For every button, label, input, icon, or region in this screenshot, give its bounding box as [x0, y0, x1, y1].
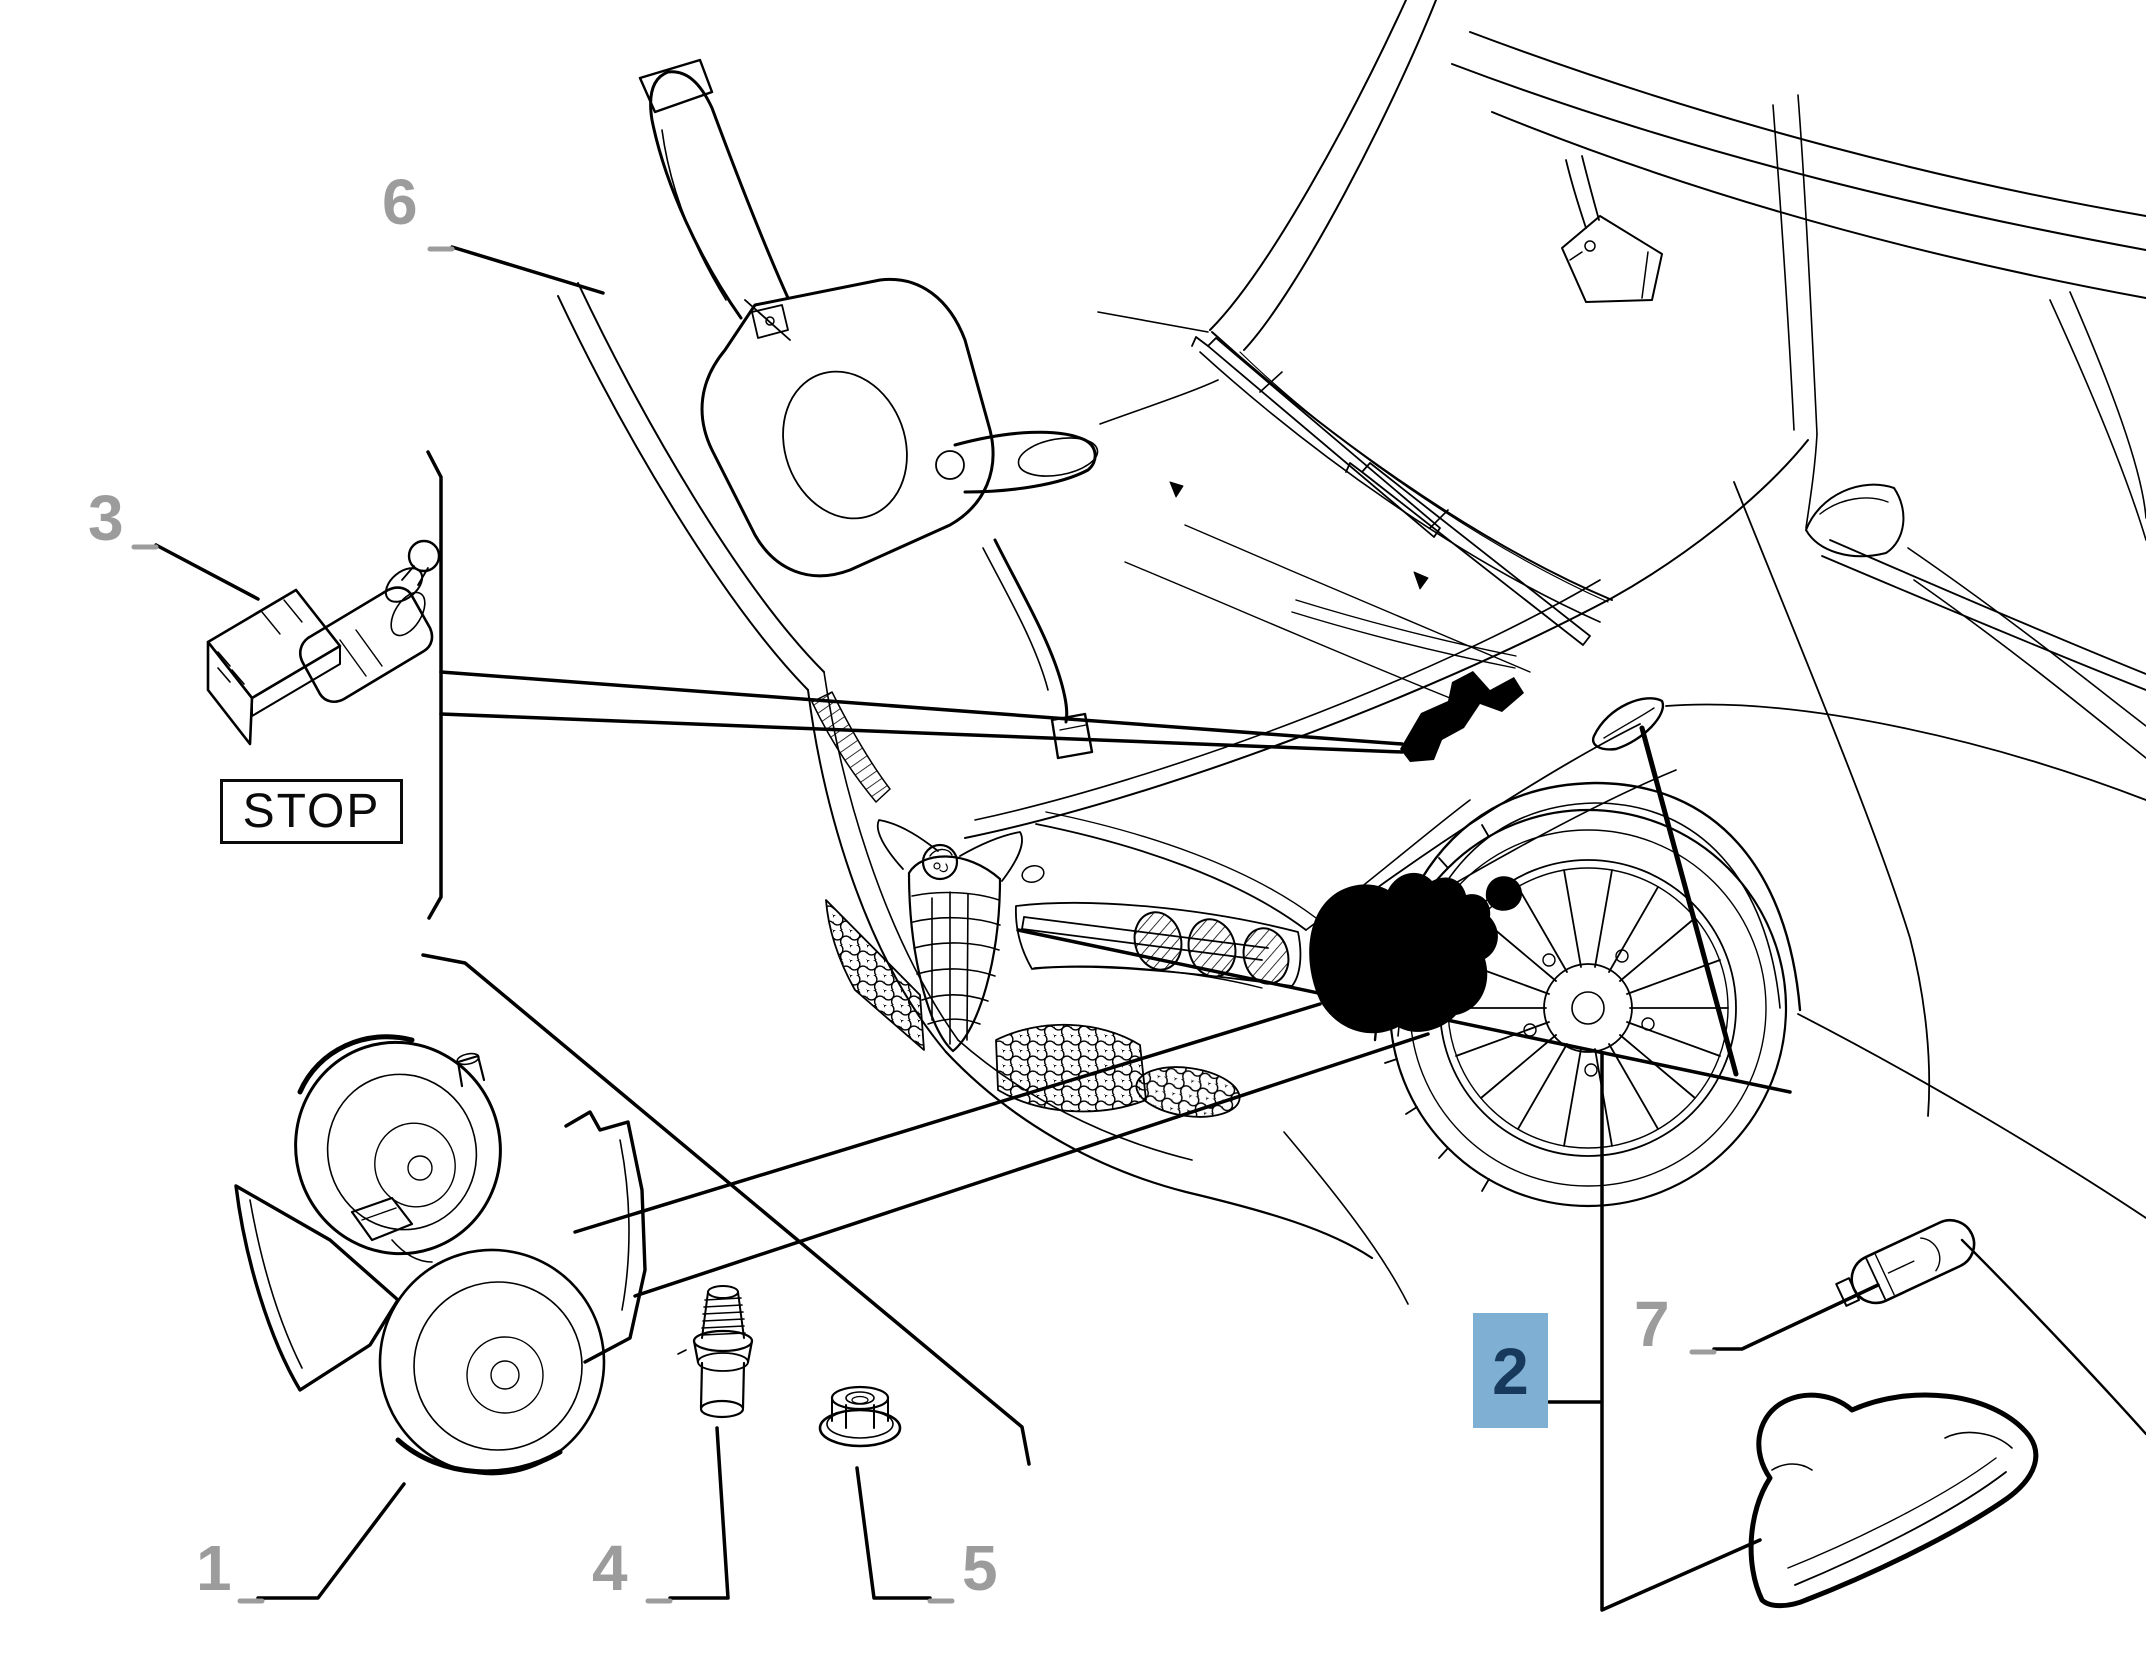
callout-4[interactable]: 4 [592, 1532, 628, 1604]
part-repeater-drawing [1748, 1392, 2039, 1609]
stop-label: STOP [242, 785, 381, 838]
part-stalk-switch-drawing [638, 58, 1099, 760]
stop-switch-silhouette [1400, 671, 1524, 762]
car-interior-mirror [1561, 155, 1663, 303]
car-wipers [1191, 336, 1591, 646]
car-wheel [1373, 781, 1802, 1208]
leader-lines [154, 245, 1880, 1612]
callout-5[interactable]: 5 [962, 1532, 998, 1604]
callout-6[interactable]: 6 [382, 166, 418, 238]
stop-label-box: STOP [220, 779, 403, 844]
part-stop-switch-drawing [206, 539, 441, 746]
callout-2-label: 2 [1492, 1333, 1529, 1408]
callout-2-highlight[interactable]: 2 [1473, 1313, 1548, 1428]
car-door-and-side [1733, 481, 2146, 1436]
car-windshield-and-cowl [1097, 94, 1818, 623]
alfa-emblem [921, 843, 959, 881]
horn-silhouette [1309, 872, 1523, 1034]
part-bulb-drawing [1835, 1218, 1976, 1307]
callout-3[interactable]: 3 [88, 482, 124, 554]
wheel-lug-nuts [1523, 949, 1655, 1077]
part-bolt-drawing [677, 1285, 754, 1419]
callout-underscores [131, 246, 1717, 1604]
car-roof-and-pillars [1209, 0, 2146, 541]
callout-7[interactable]: 7 [1634, 1288, 1670, 1360]
part-horn-drawing [234, 1034, 647, 1476]
part-nut-drawing [818, 1385, 902, 1448]
callout-1[interactable]: 1 [196, 1532, 232, 1604]
grille-slats [911, 891, 1001, 1045]
car-hood [557, 282, 1809, 839]
